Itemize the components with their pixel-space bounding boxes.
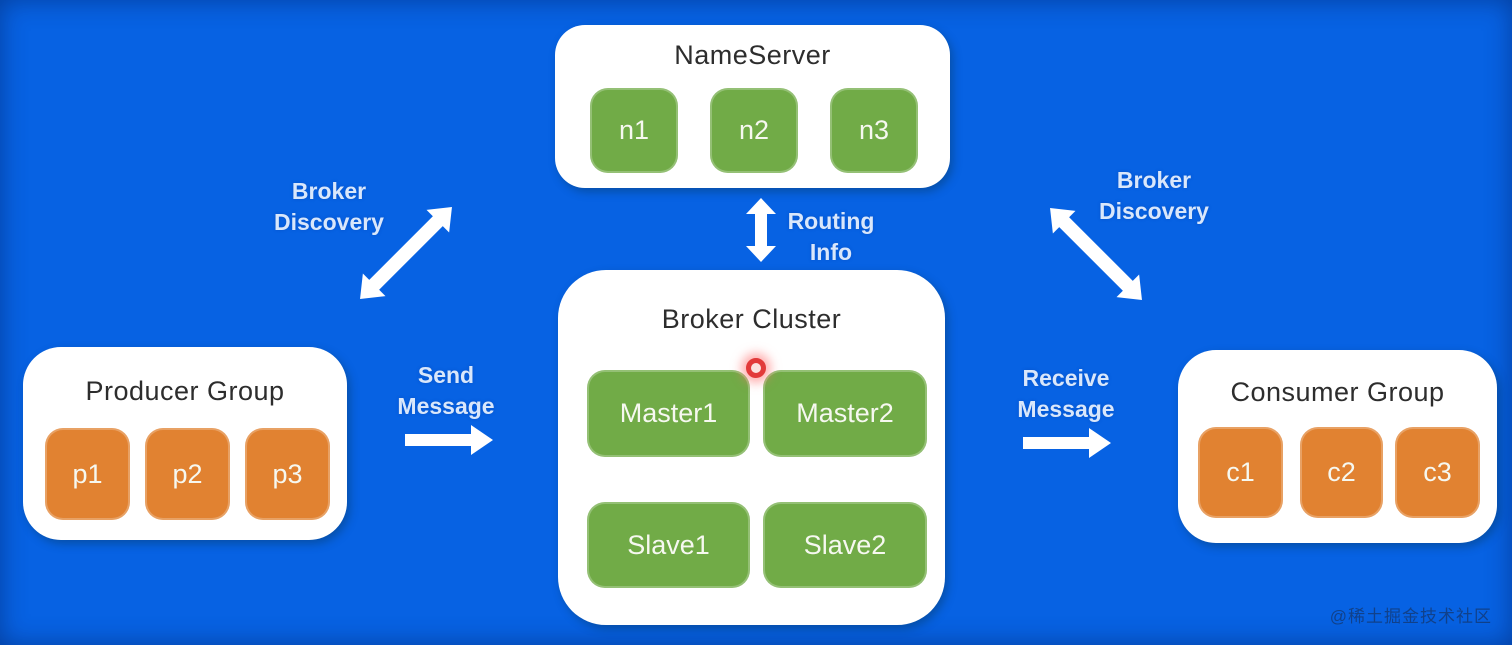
node-c3: c3 [1395,427,1480,518]
broker-discovery-left-arrow-icon [346,193,466,313]
pointer-dot-icon [746,358,766,378]
node-n1: n1 [590,88,678,173]
routing-info-line1: Routing [787,208,875,234]
watermark: @稀土掘金技术社区 [1329,607,1492,626]
receive-message-label: Receive Message [976,363,1156,425]
node-master2: Master2 [763,370,927,457]
node-slave1: Slave1 [587,502,750,588]
node-slave2: Slave2 [763,502,927,588]
consumer-group-title: Consumer Group [1230,377,1445,407]
node-p3: p3 [245,428,330,520]
node-p2: p2 [145,428,230,520]
broker-discovery-left-label: Broker Discovery [239,176,419,238]
node-p1: p1 [45,428,130,520]
node-c2: c2 [1300,427,1383,518]
panel-consumer-group: Consumer Group c1 c2 c3 [1178,350,1497,543]
node-n2: n2 [710,88,798,173]
node-c1: c1 [1198,427,1283,518]
broker-discovery-right-line2: Discovery [1099,198,1209,224]
broker-discovery-left-line1: Broker [291,178,367,204]
broker-discovery-right-line1: Broker [1116,167,1192,193]
routing-info-label: Routing Info [741,206,921,268]
send-message-label: Send Message [356,360,536,422]
panel-producer-group: Producer Group p1 p2 p3 [23,347,347,540]
broker-discovery-right-label: Broker Discovery [1064,165,1244,227]
node-n3: n3 [830,88,918,173]
routing-info-arrow-icon [744,198,778,262]
nameserver-title: NameServer [674,40,831,70]
send-message-line2: Message [397,393,495,419]
receive-message-line1: Receive [1022,365,1110,391]
node-master1: Master1 [587,370,750,457]
broker-discovery-left-line2: Discovery [274,209,384,235]
send-message-line1: Send [417,362,475,388]
panel-broker-cluster: Broker Cluster Master1 Master2 Slave1 Sl… [558,270,945,625]
receive-message-arrow-icon [1023,428,1111,458]
producer-group-title: Producer Group [85,376,285,406]
broker-discovery-right-arrow-icon [1036,194,1156,314]
send-message-arrow-icon [405,425,493,455]
routing-info-line2: Info [809,239,853,265]
broker-cluster-title: Broker Cluster [661,304,842,334]
receive-message-line2: Message [1017,396,1115,422]
panel-nameserver: NameServer n1 n2 n3 [555,25,950,188]
